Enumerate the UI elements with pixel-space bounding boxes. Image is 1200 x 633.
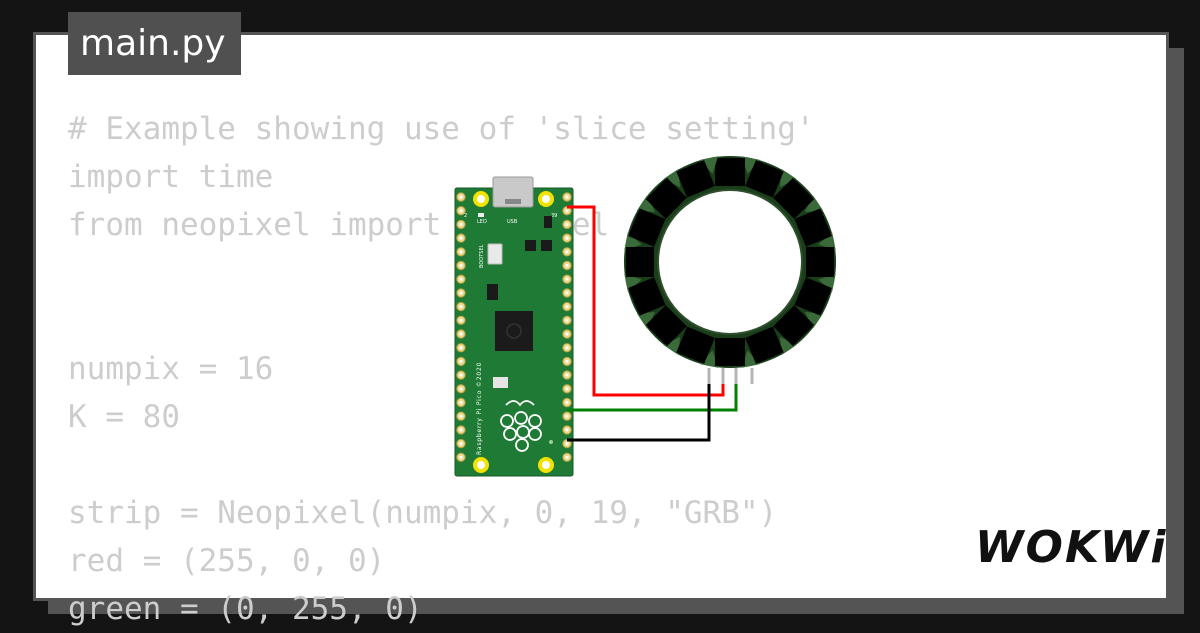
circuit-diagram: LED USB 2 39 BOOTSEL Raspberry Pi Pico ©… [454, 156, 836, 477]
ring-pad [624, 273, 642, 292]
chip-component [541, 240, 552, 251]
neopixel-led[interactable] [773, 177, 815, 219]
neopixel-led[interactable] [745, 160, 784, 198]
neopixel-ring[interactable] [624, 156, 836, 384]
ring-pad [741, 156, 760, 174]
neopixel-led[interactable] [806, 247, 834, 277]
code-line: numpix = 16 [68, 351, 274, 387]
led-label: LED [477, 219, 487, 225]
ring-pad [741, 350, 760, 368]
neopixel-led[interactable] [645, 177, 687, 219]
chip-component [525, 240, 536, 251]
onboard-led [478, 213, 484, 217]
wire-green[interactable] [567, 384, 738, 412]
ring-pad [663, 168, 680, 188]
wire-black[interactable] [567, 384, 711, 442]
ring-pad [780, 168, 797, 188]
file-tab[interactable]: main.py [68, 12, 241, 75]
raspberry-pi-pico[interactable]: LED USB 2 39 BOOTSEL Raspberry Pi Pico ©… [454, 176, 574, 477]
ring-pad [624, 232, 642, 251]
neopixel-led[interactable] [745, 326, 784, 364]
ring-pad [804, 195, 824, 212]
ring-pad [663, 336, 680, 356]
neopixel-led[interactable] [628, 208, 666, 247]
rp2040-chip [495, 311, 533, 351]
left-pin-header [456, 192, 466, 462]
code-line: green = (0, 255, 0) [68, 591, 423, 627]
ring-pixels [624, 156, 836, 368]
file-tab-label: main.py [80, 23, 226, 64]
wokwi-logo: WOKWi [975, 522, 1168, 573]
ring-pad [818, 273, 836, 292]
neopixel-led[interactable] [645, 305, 687, 347]
neopixel-led[interactable] [715, 338, 745, 366]
neopixel-led[interactable] [773, 305, 815, 347]
ring-pad [636, 312, 656, 329]
pin-number-label: 39 [551, 213, 557, 219]
project-card: # Example showing use of 'slice setting'… [33, 32, 1169, 627]
neopixel-led[interactable] [794, 208, 832, 247]
bootsel-label: BOOTSEL [479, 244, 485, 268]
neopixel-led[interactable] [794, 277, 832, 316]
ring-pad [700, 350, 719, 368]
ring-pad [636, 195, 656, 212]
debug-pad [493, 377, 508, 388]
ring-pad [804, 312, 824, 329]
usb-port-icon [505, 199, 521, 204]
code-line: K = 80 [68, 399, 180, 435]
pin-number-label: 2 [464, 213, 467, 219]
code-line: strip = Neopixel(numpix, 0, 19, "GRB") [68, 495, 778, 531]
usb-label: USB [507, 219, 518, 225]
neopixel-led[interactable] [676, 160, 715, 198]
ring-pad [700, 156, 719, 174]
ring-pins [707, 368, 754, 384]
wires [567, 205, 738, 442]
ring-pad [780, 336, 797, 356]
raspberry-logo-icon [500, 400, 542, 452]
ring-pad [818, 232, 836, 251]
usb-connector [492, 176, 534, 208]
neopixel-led[interactable] [676, 326, 715, 364]
neopixel-led[interactable] [626, 247, 654, 277]
neopixel-led[interactable] [715, 158, 745, 186]
neopixel-led[interactable] [628, 277, 666, 316]
wire-red[interactable] [567, 205, 725, 397]
bootsel-button[interactable] [487, 243, 503, 265]
code-line: import time [68, 159, 274, 195]
crystal [544, 216, 552, 228]
code-line: # Example showing use of 'slice setting' [68, 111, 815, 147]
flash-chip [487, 284, 498, 300]
code-line: red = (255, 0, 0) [68, 543, 386, 579]
board-silkscreen: Raspberry Pi Pico ©2020 [476, 362, 483, 455]
